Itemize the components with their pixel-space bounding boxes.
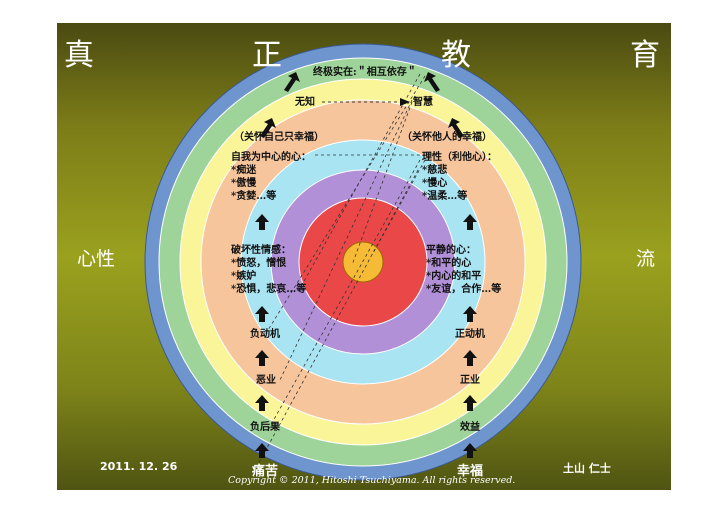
arrow-up-icon <box>463 306 477 322</box>
arrow-up-icon <box>463 214 477 230</box>
left-action: 恶业 <box>256 375 276 386</box>
left-emotion-item: *愤怒，憎恨 <box>231 258 287 269</box>
title-char-1: 真 <box>64 38 94 73</box>
side-label-left: 心性 <box>77 248 116 270</box>
left-mind-item: *贪婪…等 <box>231 191 277 202</box>
footer-copyright: Copyright © 2011, Hitoshi Tsuchiyama. Al… <box>228 475 516 486</box>
arrow-up-icon <box>463 350 477 366</box>
right-mind-title: 理性（利他心）： <box>422 152 497 163</box>
left-emotion-block: 破坏性情感： *愤怒，憎恨 *嫉妒 *恐惧，悲哀…等 <box>231 244 306 296</box>
wisdom-label: 智慧 <box>413 97 433 108</box>
right-mind-block: 理性（利他心）： *慈悲 *慢心 *温柔…等 <box>422 151 497 203</box>
right-emotion-item: *友谊，合作…等 <box>426 284 502 295</box>
arrow-up-icon <box>255 350 269 366</box>
left-emotion-item: *嫉妒 <box>231 271 257 282</box>
arrow-up-icon <box>255 395 269 411</box>
left-end: 痛苦 <box>252 464 279 479</box>
pointer-icon <box>400 98 410 106</box>
right-emotion-block: 平静的心： *和平的心 *内心的和平 *友谊，合作…等 <box>426 244 501 296</box>
title-char-4: 育 <box>630 38 660 73</box>
arrow-up-icon <box>255 214 269 230</box>
left-emotion-item: *恐惧，悲哀…等 <box>231 284 307 295</box>
dashed-ray-2 <box>264 75 426 336</box>
arrow-up-icon <box>255 306 269 322</box>
left-result: 负后果 <box>250 422 280 433</box>
arrow-up-icon <box>463 443 477 458</box>
right-emotion-item: *和平的心 <box>426 258 472 269</box>
side-label-right: 流 <box>636 248 656 270</box>
left-mind-block: 自我为中心的心： *痴迷 *傲慢 *贪婪…等 <box>231 151 311 203</box>
diagonal-arrow-icon <box>284 72 300 92</box>
right-motive: 正动机 <box>455 329 485 340</box>
right-header: （关怀他人的幸福） <box>402 132 492 143</box>
dashed-ray-4 <box>267 159 421 431</box>
right-end: 幸福 <box>457 464 484 479</box>
left-motive: 负动机 <box>250 329 280 340</box>
footer-author: 土山 仁士 <box>563 462 611 475</box>
right-mind-item: *温柔…等 <box>422 191 468 202</box>
arrow-up-icon <box>255 443 269 458</box>
left-emotion-title: 破坏性情感： <box>231 245 291 256</box>
right-emotion-title: 平静的心： <box>426 245 476 256</box>
left-header: （关怀自己只幸福） <box>234 132 324 143</box>
diagonal-arrow-icon <box>424 72 440 92</box>
dashed-ray-6 <box>351 101 413 266</box>
right-mind-item: *慈悲 <box>422 165 448 176</box>
left-mind-title: 自我为中心的心： <box>231 152 311 163</box>
footer-date: 2011. 12. 26 <box>100 460 178 473</box>
arrow-up-icon <box>463 395 477 411</box>
right-result: 效益 <box>460 422 480 433</box>
dashed-ray-5 <box>254 169 419 471</box>
dashed-ray-7 <box>371 159 426 256</box>
left-mind-item: *傲慢 <box>231 178 257 189</box>
left-mind-item: *痴迷 <box>231 165 257 176</box>
title-char-2: 正 <box>252 38 282 73</box>
diagonal-arrow-icon <box>260 118 276 138</box>
diagonal-arrow-icon <box>448 118 464 138</box>
title-char-3: 教 <box>441 38 471 73</box>
right-action: 正业 <box>460 375 480 386</box>
right-emotion-item: *内心的和平 <box>426 271 482 282</box>
right-mind-item: *慢心 <box>422 178 448 189</box>
ignorance-label: 无知 <box>295 97 315 108</box>
ultimate-reality-label: 终极实在:＂相互依存＂ <box>313 67 417 78</box>
